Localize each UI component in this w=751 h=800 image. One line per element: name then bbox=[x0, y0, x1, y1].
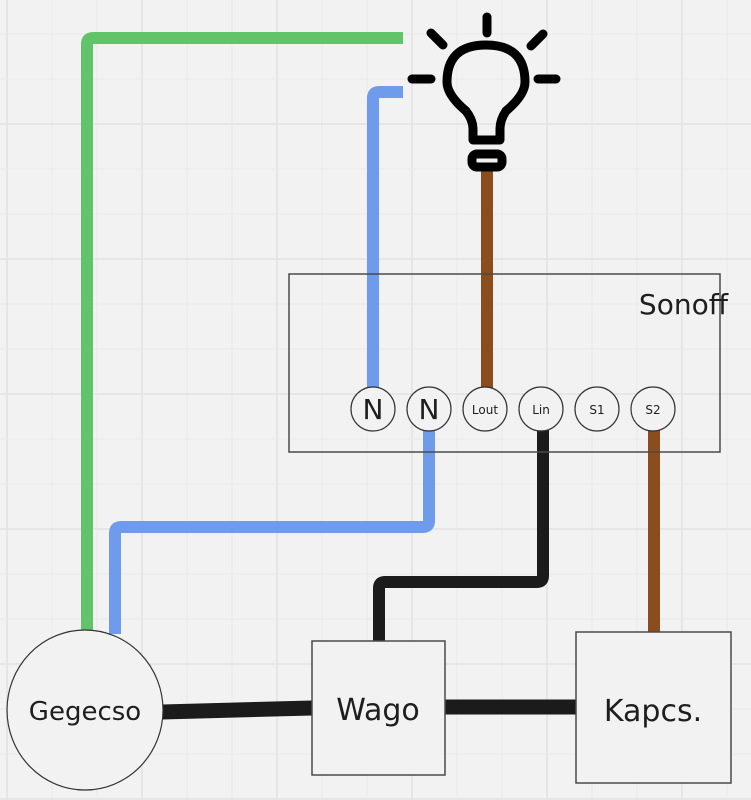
wire-green-earth[interactable] bbox=[81, 32, 403, 631]
wago-label: Wago bbox=[336, 693, 420, 728]
terminal-label: Lout bbox=[472, 403, 498, 417]
terminal-n2[interactable]: N bbox=[406, 386, 452, 432]
terminal-label: S1 bbox=[589, 403, 604, 417]
terminal-label: N bbox=[363, 393, 384, 426]
light-bulb-icon[interactable] bbox=[407, 12, 561, 172]
wire-black-lin-wago[interactable] bbox=[373, 430, 549, 642]
gegecso-ellipse bbox=[6, 629, 164, 791]
terminal-circle bbox=[574, 386, 620, 432]
wire-black-gegecso-wago[interactable] bbox=[161, 700, 313, 720]
gegecso-node[interactable]: Gegecso bbox=[6, 629, 164, 791]
sonoff-box bbox=[288, 273, 721, 453]
terminal-lin[interactable]: Lin bbox=[518, 386, 564, 432]
terminal-s2[interactable]: S2 bbox=[630, 386, 676, 432]
kapcs-label: Kapcs. bbox=[604, 694, 702, 729]
kapcs-box bbox=[575, 631, 732, 784]
terminal-circle bbox=[462, 386, 508, 432]
terminal-circle bbox=[518, 386, 564, 432]
terminal-n1[interactable]: N bbox=[350, 386, 396, 432]
sonoff-module[interactable]: Sonoff N N Lout Lin S1 S2 bbox=[288, 273, 729, 453]
terminal-lout[interactable]: Lout bbox=[462, 386, 508, 432]
wago-box bbox=[311, 640, 446, 776]
kapcs-node[interactable]: Kapcs. bbox=[575, 631, 732, 784]
wires bbox=[81, 32, 660, 720]
terminal-circle bbox=[350, 386, 396, 432]
wago-node[interactable]: Wago bbox=[311, 640, 446, 776]
terminal-label: N bbox=[419, 393, 440, 426]
gegecso-label: Gegecso bbox=[29, 697, 141, 727]
wire-blue-neutral-gegecso[interactable] bbox=[109, 430, 435, 634]
terminal-label: S2 bbox=[645, 403, 660, 417]
sonoff-title: Sonoff bbox=[639, 288, 729, 321]
terminal-circle bbox=[630, 386, 676, 432]
terminal-circle bbox=[406, 386, 452, 432]
wire-blue-neutral-bulb[interactable] bbox=[367, 86, 403, 400]
terminal-label: Lin bbox=[532, 403, 550, 417]
terminal-s1[interactable]: S1 bbox=[574, 386, 620, 432]
sonoff-terminals: N N Lout Lin S1 S2 bbox=[350, 386, 676, 432]
